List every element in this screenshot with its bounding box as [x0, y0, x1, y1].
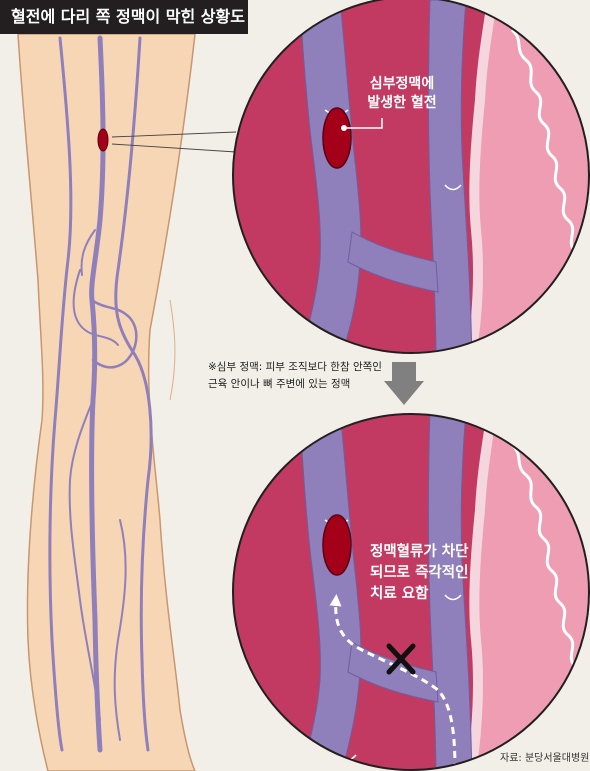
note-line-1: ※심부 정맥: 피부 조직보다 한참 안쪽인 [208, 361, 382, 373]
source-credit: 자료: 분당서울대병원 [500, 753, 590, 764]
callout-lines [111, 131, 237, 153]
magnified-view-top [233, 0, 589, 353]
clot-pointer-line [347, 118, 383, 129]
clot-marker-dot [341, 125, 347, 131]
main-leg-vein [89, 35, 106, 753]
clot-label-top: 심부정맥에 발생한 혈전 [356, 75, 448, 113]
vein-connector-bottom [347, 641, 439, 703]
note-line-2: 근육 안이나 뼈 주변에 있는 정맥 [208, 378, 351, 390]
leg-veins [48, 35, 153, 753]
clot-label-line-2: 발생한 혈전 [367, 95, 437, 111]
blocked-flow-label: 정맥혈류가 차단 되므로 즉각적인 치료 요함 [370, 542, 468, 605]
down-arrow [384, 362, 424, 405]
vein-right-bottom [428, 414, 473, 770]
blocked-x-mark [386, 643, 416, 675]
clot-top [322, 107, 352, 169]
clot-label-line-1: 심부정맥에 [369, 76, 435, 92]
leg-outline [17, 33, 196, 771]
leg-clot [97, 128, 109, 152]
vein-left-top [299, 0, 362, 353]
blocked-flow-arrow [329, 594, 457, 770]
page-title: 혈전에 다리 쪽 정맥이 막힌 상황도 [0, 0, 248, 34]
vein-right-top [428, 0, 473, 353]
vein-connector-top [347, 231, 439, 293]
clot-bottom [322, 514, 352, 576]
blocked-label-line-1: 정맥혈류가 차단 [370, 544, 469, 560]
deep-vein-note: ※심부 정맥: 피부 조직보다 한참 안쪽인 근육 안이나 뼈 주변에 있는 정… [208, 359, 398, 393]
blocked-label-line-2: 되므로 즉각적인 [370, 565, 469, 581]
leg [17, 33, 196, 771]
magnified-view-bottom [233, 414, 589, 770]
blocked-label-line-3: 치료 요함 [370, 586, 429, 602]
